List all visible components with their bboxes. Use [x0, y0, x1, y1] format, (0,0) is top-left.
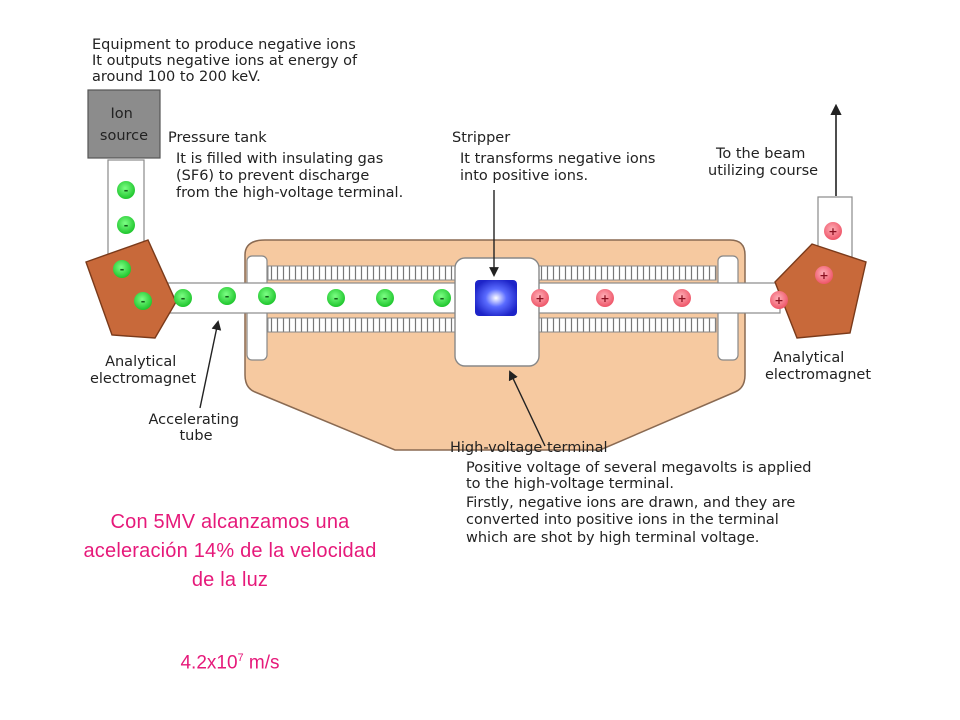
negative-ion: - [113, 260, 131, 278]
positive-ion: + [531, 289, 549, 307]
speed-unit: m/s [243, 652, 280, 674]
positive-ion-sign: + [677, 292, 686, 305]
accelerating-tube-label: Accelerating tube [148, 412, 243, 444]
negative-ion: - [117, 181, 135, 199]
negative-ion: - [258, 287, 276, 305]
ion-source-description: Equipment to produce negative ions It ou… [92, 37, 362, 85]
beam-course-description: To the beam utilizing course [708, 146, 818, 179]
negative-ion-sign: - [124, 184, 129, 197]
positive-ion: + [815, 266, 833, 284]
left-magnet-label: Analytical electromagnet [90, 354, 196, 387]
negative-ion-sign: - [120, 263, 125, 276]
negative-ion: - [117, 216, 135, 234]
negative-ion-sign: - [265, 290, 270, 303]
caption-line: de la luz [191, 569, 269, 591]
positive-ion-sign: + [774, 294, 783, 307]
positive-ion-sign: + [600, 292, 609, 305]
positive-ion: + [824, 222, 842, 240]
negative-ion-sign: - [440, 292, 445, 305]
ion-source [87, 89, 161, 159]
negative-ion-sign: - [141, 295, 146, 308]
caption-line: Con 5MV alcanzamos una [110, 511, 350, 533]
negative-ion: - [376, 289, 394, 307]
speed-base: 4.2x10 [180, 652, 238, 674]
left-analytical-electromagnet [85, 239, 177, 339]
negative-ion-sign: - [383, 292, 388, 305]
positive-ion-sign: + [819, 269, 828, 282]
negative-ion-sign: - [334, 292, 339, 305]
negative-ion-sign: - [225, 290, 230, 303]
positive-ion: + [770, 291, 788, 309]
negative-ion: - [218, 287, 236, 305]
stripper [475, 280, 517, 316]
hv-terminal-description: High-voltage terminal Positive voltage o… [450, 440, 816, 546]
pressure-tank-description: Pressure tank It is filled with insulati… [168, 130, 403, 201]
hv-terminal-arrow [508, 370, 546, 447]
negative-ion: - [433, 289, 451, 307]
accelerating-tube-arrow [199, 320, 222, 409]
speed-value: 4.2x107 m/s [40, 652, 420, 674]
negative-ion-sign: - [124, 219, 129, 232]
positive-ion: + [596, 289, 614, 307]
ion-source-label: Ion source [100, 106, 148, 144]
negative-ion: - [174, 289, 192, 307]
caption: Con 5MV alcanzamos una aceleración 14% d… [40, 508, 420, 595]
right-analytical-electromagnet [774, 243, 867, 339]
positive-ion-sign: + [828, 225, 837, 238]
negative-ion: - [134, 292, 152, 310]
caption-line: aceleración 14% de la velocidad [83, 540, 377, 562]
right-magnet-label: Analytical electromagnet [765, 350, 871, 383]
negative-ion-sign: - [181, 292, 186, 305]
positive-ion-sign: + [535, 292, 544, 305]
negative-ion: - [327, 289, 345, 307]
speed-exponent: 7 [237, 652, 244, 664]
positive-ion: + [673, 289, 691, 307]
stripper-description: Stripper It transforms negative ions int… [452, 130, 660, 184]
